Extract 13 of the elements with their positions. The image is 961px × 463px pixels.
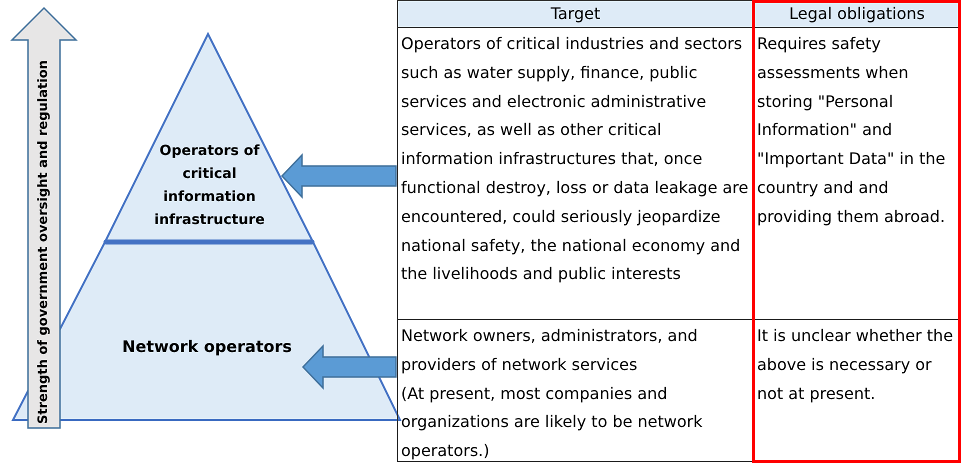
table-cell: It is unclear whether the above is necessary or not at present. bbox=[754, 320, 961, 462]
pyramid-section bbox=[104, 34, 315, 244]
cell-text: Operators of critical industries and sectors such as water supply, finance, public services and electronic administrative services, as well as other critical information infrastructures that, once functional destroy, loss or data leakage are encountered, could seriously jeopardize national safety, the national economy and the livelihoods and public interests bbox=[401, 33, 750, 286]
cell-text: (At present, most companies and organizations are likely to be network operators.) bbox=[401, 382, 704, 461]
pyramid-section bbox=[13, 242, 401, 422]
column-header: Target bbox=[398, 0, 754, 28]
table-cell: Requires safety assessments when storing "Personal Information" and "Important Data" in the country and and providing them abroad. bbox=[754, 28, 961, 320]
section-label: Operators of critical information infrastructure bbox=[153, 142, 266, 230]
arrow-label: Strength of government oversight and regulation bbox=[35, 60, 52, 424]
section-label: Network operators bbox=[121, 336, 293, 358]
block-arrow bbox=[302, 344, 397, 390]
block-arrow bbox=[280, 153, 397, 199]
cell-text: Network owners, administrators, and providers of network services bbox=[401, 325, 699, 376]
